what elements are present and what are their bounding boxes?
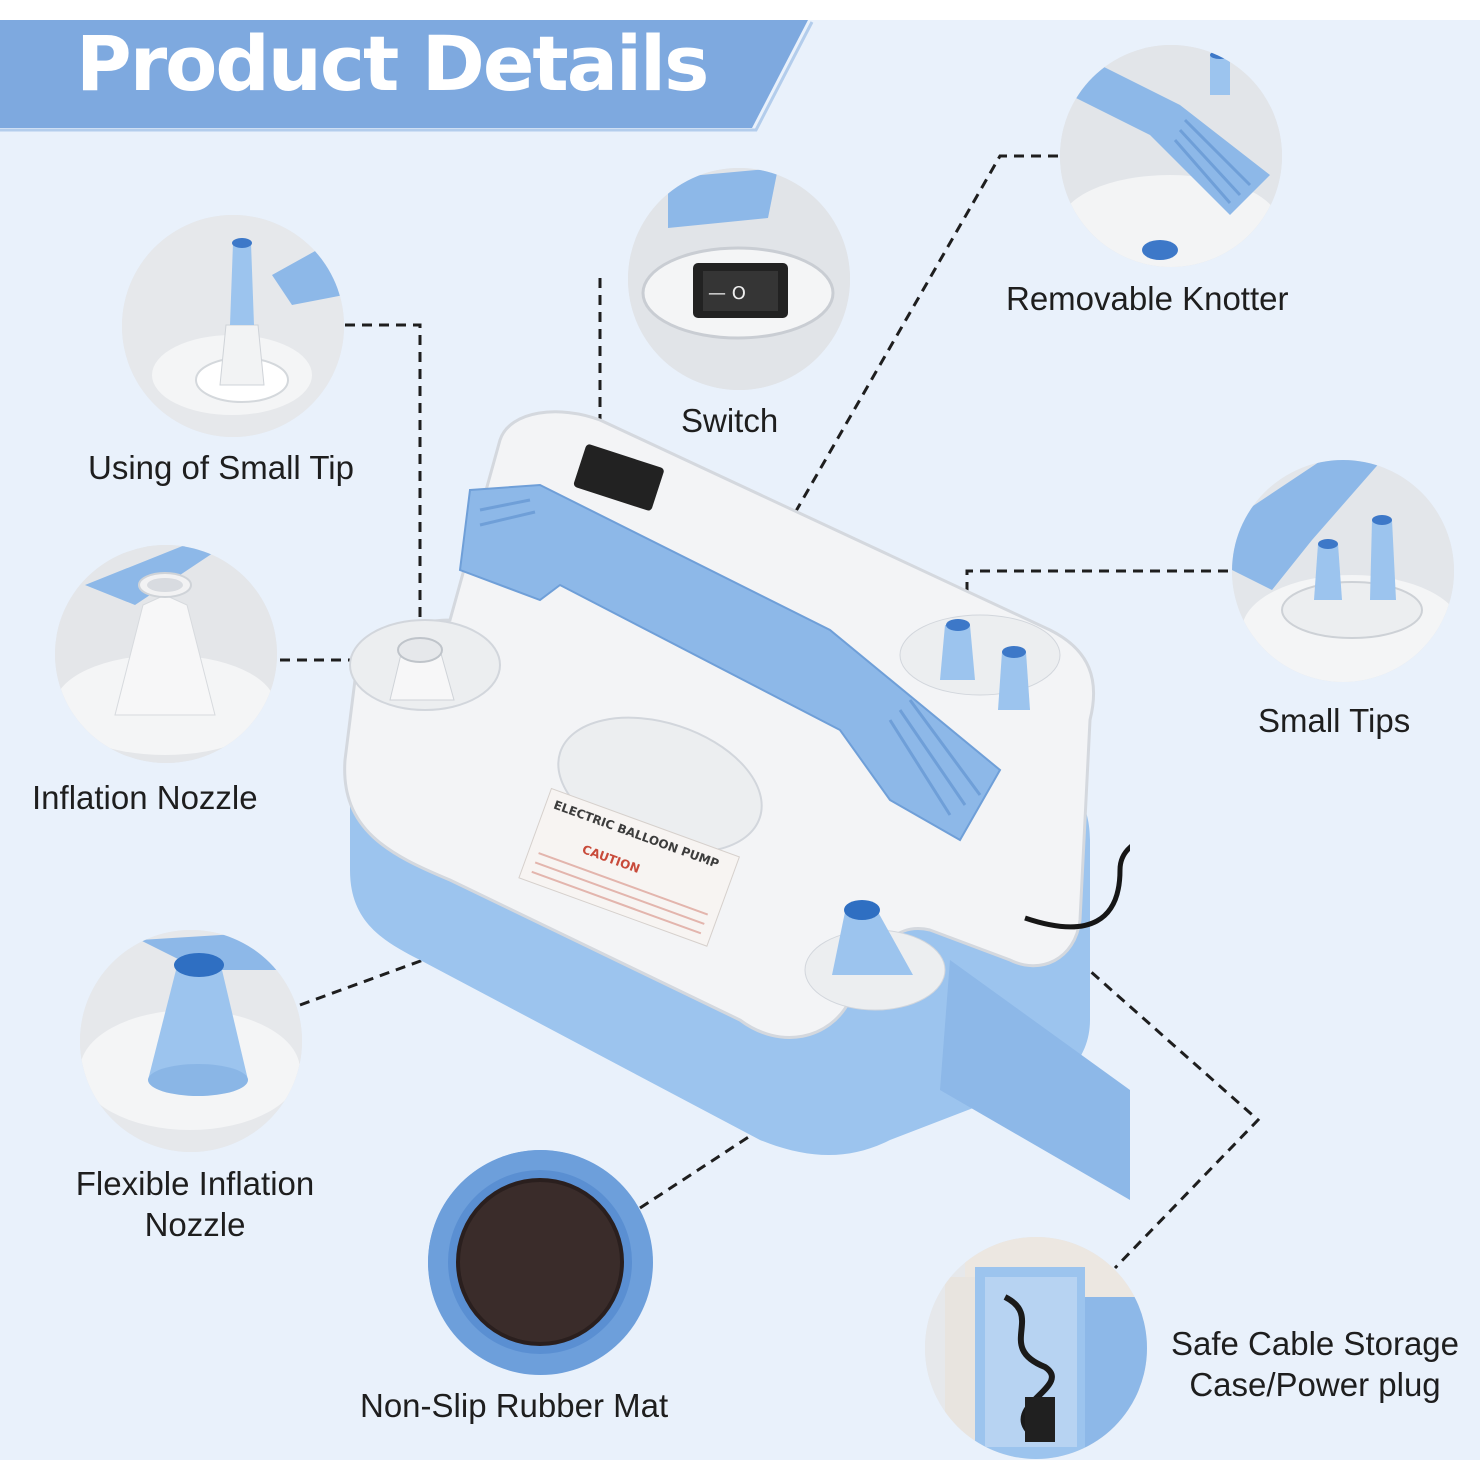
label-small-tips: Small Tips	[1258, 702, 1411, 739]
label-cable-storage: Safe Cable Storage Case/Power plug	[1155, 1323, 1475, 1405]
label-removable-knotter: Removable Knotter	[1006, 280, 1289, 317]
removable-knotter-photo	[1060, 45, 1282, 267]
label-flexible-nozzle: Flexible Inflation Nozzle	[45, 1163, 345, 1245]
small-tip-usage-photo	[122, 215, 344, 437]
switch-photo: — O	[628, 168, 850, 390]
balloon-pump-product-image: ELECTRIC BALLOON PUMP CAUTION	[343, 410, 1130, 1200]
flexible-nozzle-photo	[80, 930, 302, 1152]
cable-storage-photo	[925, 1237, 1147, 1459]
title-banner	[0, 20, 814, 132]
small-tips-photo	[1232, 460, 1454, 682]
switch-marks-closeup: — O	[708, 283, 746, 304]
label-cable-storage-line2: Case/Power plug	[1189, 1366, 1441, 1403]
label-flexible-nozzle-line1: Flexible Inflation	[75, 1165, 315, 1202]
label-cable-storage-line1: Safe Cable Storage	[1170, 1325, 1460, 1362]
page-title: Product Details	[76, 19, 709, 108]
rubber-mat-photo	[428, 1150, 653, 1375]
label-flexible-nozzle-line2: Nozzle	[144, 1206, 246, 1243]
label-inflation-nozzle: Inflation Nozzle	[32, 779, 258, 816]
label-switch: Switch	[681, 402, 779, 439]
label-rubber-mat: Non-Slip Rubber Mat	[360, 1387, 669, 1424]
inflation-nozzle-photo	[55, 545, 277, 763]
label-small-tip-usage: Using of Small Tip	[88, 449, 354, 486]
